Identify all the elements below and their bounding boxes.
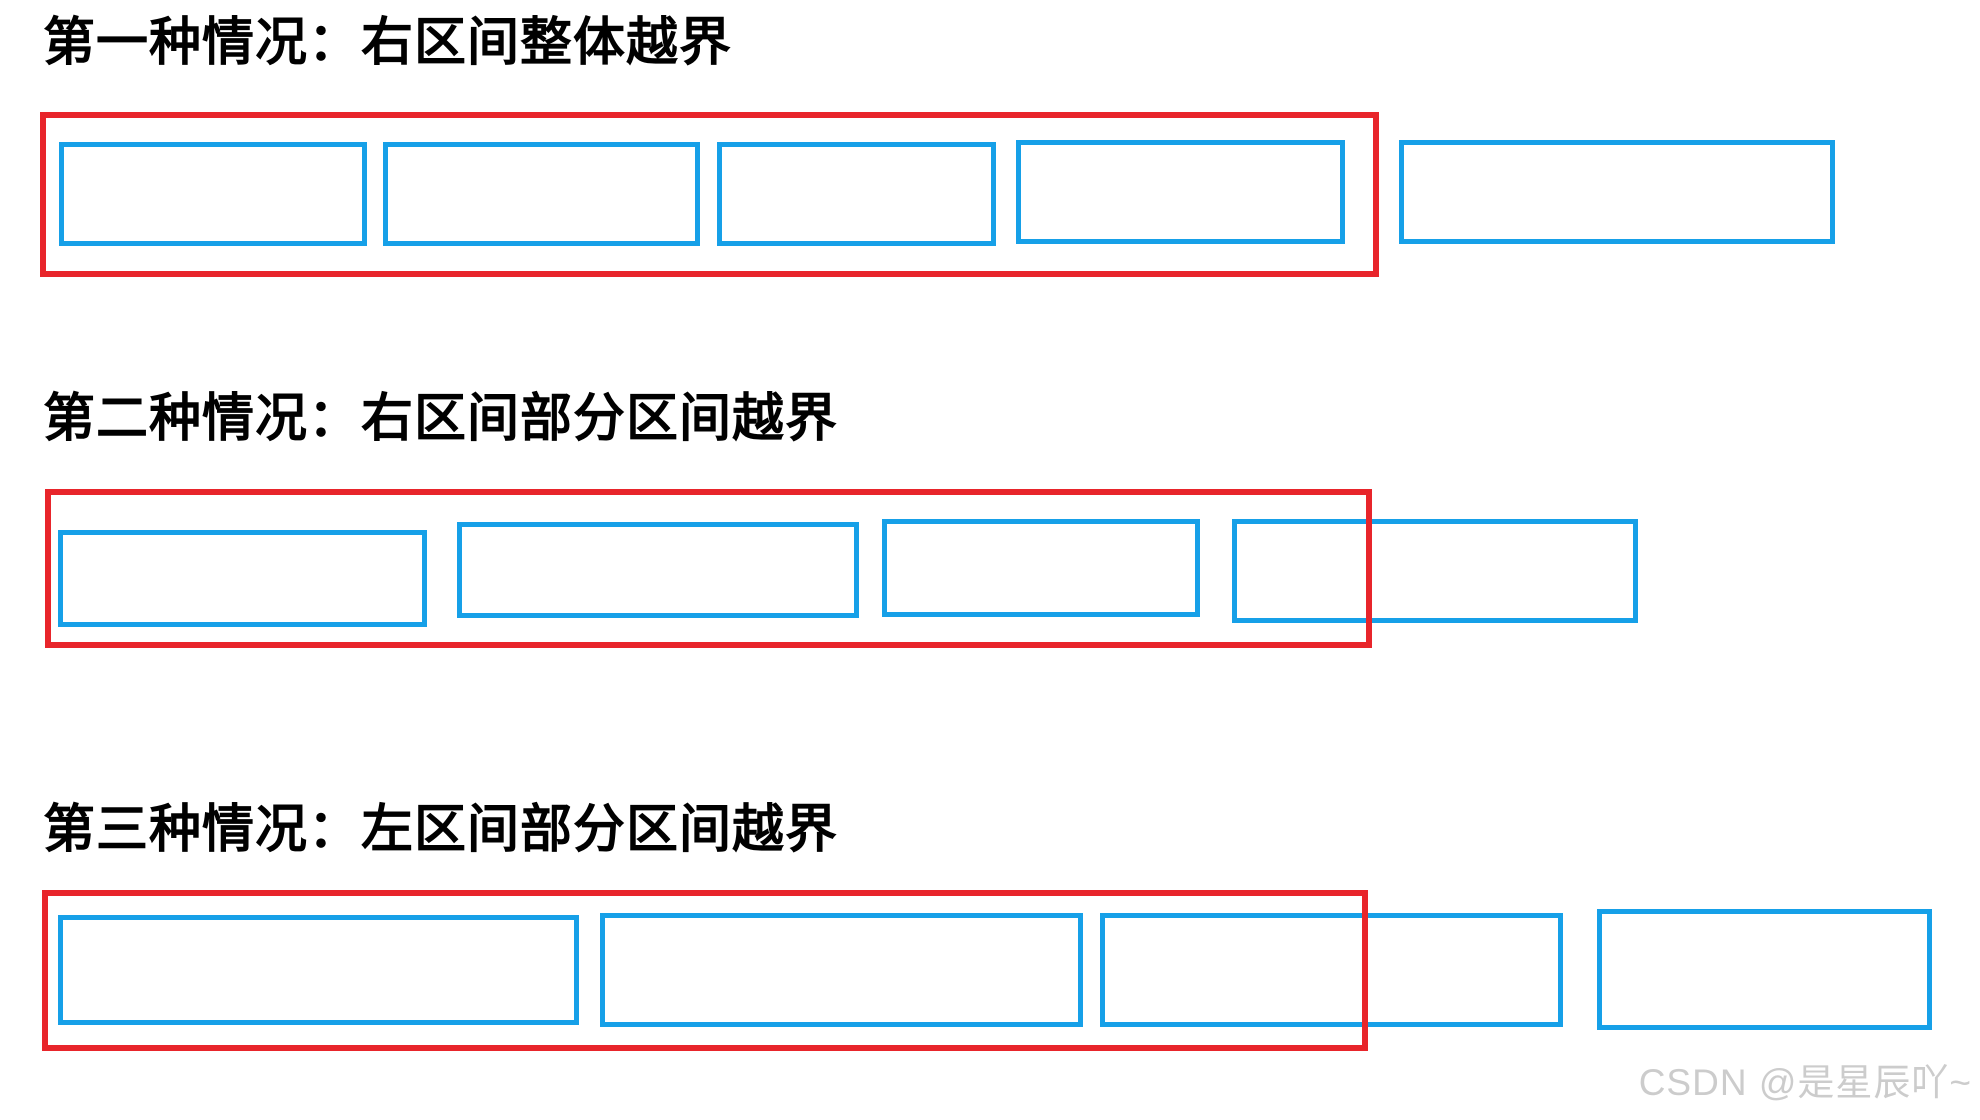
- interval-box: [1100, 913, 1563, 1027]
- case-2-title: 第二种情况：右区间部分区间越界: [43, 390, 839, 448]
- interval-box: [59, 142, 367, 246]
- interval-box: [1597, 909, 1932, 1030]
- case-2-boundary-box: [45, 489, 1372, 648]
- interval-box: [383, 142, 700, 246]
- csdn-watermark: CSDN @是星辰吖~: [1638, 1062, 1972, 1103]
- case-3-title: 第三种情况：左区间部分区间越界: [43, 801, 839, 859]
- case-1-boundary-box: [40, 112, 1379, 277]
- interval-box: [58, 915, 579, 1025]
- case-1-title: 第一种情况：右区间整体越界: [43, 14, 733, 72]
- interval-box: [1232, 519, 1638, 623]
- interval-box: [882, 519, 1200, 617]
- interval-box: [1399, 140, 1835, 244]
- interval-box: [58, 530, 427, 627]
- interval-box: [717, 142, 996, 246]
- case-3-boundary-box: [42, 890, 1368, 1051]
- interval-box: [457, 522, 859, 618]
- interval-box: [1016, 140, 1345, 244]
- interval-box: [600, 913, 1083, 1027]
